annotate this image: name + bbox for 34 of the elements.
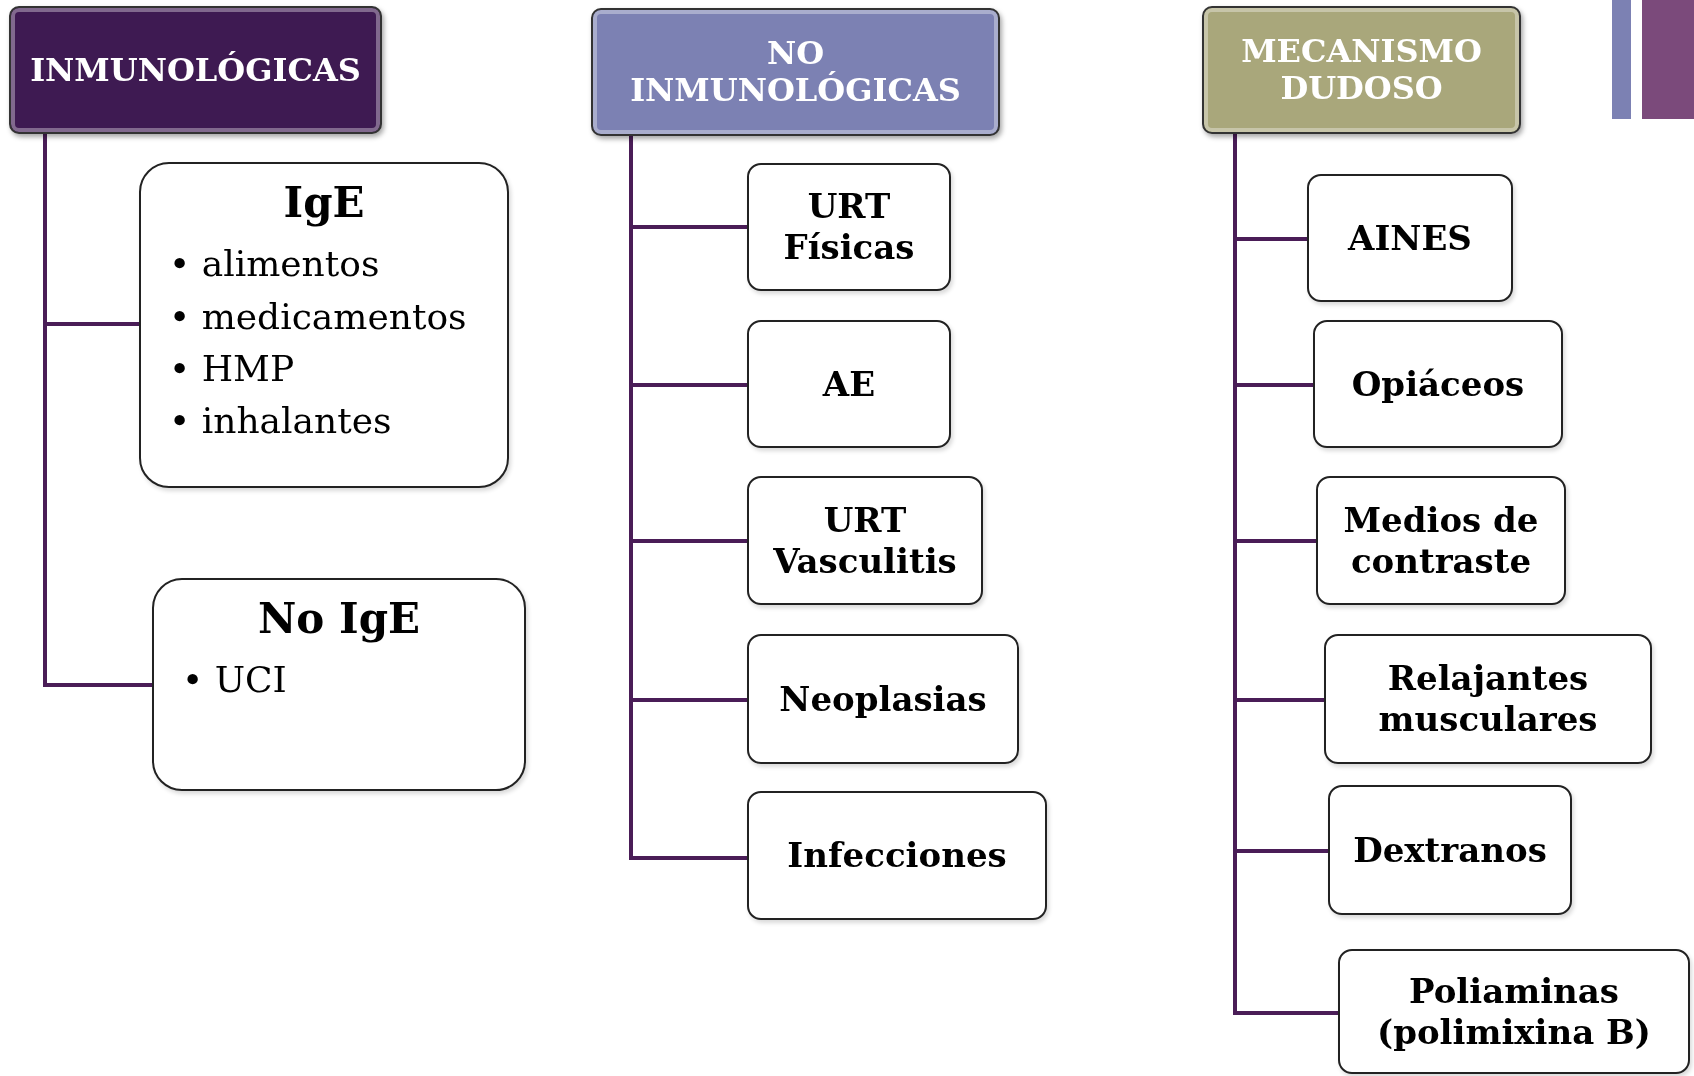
bullet-item: • UCI: [182, 658, 288, 703]
category-header: NO INMUNOLÓGICAS: [591, 8, 1000, 136]
box-title: IgE: [283, 178, 365, 229]
category-box: [152, 578, 526, 791]
category-box: [747, 476, 983, 605]
box-title: URT Físicas: [782, 186, 916, 268]
category-box: [1324, 634, 1652, 764]
bullet-item: • HMP: [169, 346, 296, 391]
category-box: [747, 791, 1047, 920]
box-title: Infecciones: [787, 835, 1007, 876]
box-title: Medios de contraste: [1342, 499, 1540, 582]
box-title: AINES: [1348, 217, 1472, 259]
category-box: [747, 163, 951, 291]
bullet-item: • alimentos: [169, 242, 381, 287]
category-header: INMUNOLÓGICAS: [9, 6, 382, 134]
box-title: Dextranos: [1353, 829, 1547, 871]
bullet-item: • inhalantes: [169, 398, 393, 443]
bullet-item: • medicamentos: [169, 294, 468, 339]
category-box: [1307, 174, 1513, 302]
category-header: MECANISMO DUDOSO: [1202, 6, 1521, 134]
box-title: Poliaminas (polimixina B): [1376, 970, 1652, 1053]
category-box: [139, 162, 509, 488]
category-box: [747, 634, 1019, 764]
box-title: No IgE: [257, 594, 421, 645]
box-title: Relajantes musculares: [1377, 658, 1599, 740]
category-box: [1316, 476, 1566, 605]
category-box: [1313, 320, 1563, 448]
category-box: [747, 320, 951, 448]
category-box: [1328, 785, 1572, 915]
box-title: URT Vasculitis: [772, 499, 958, 582]
box-title: Opiáceos: [1351, 363, 1525, 405]
category-box: [1338, 949, 1690, 1074]
box-title: AE: [822, 363, 876, 405]
box-title: Neoplasias: [779, 678, 987, 720]
